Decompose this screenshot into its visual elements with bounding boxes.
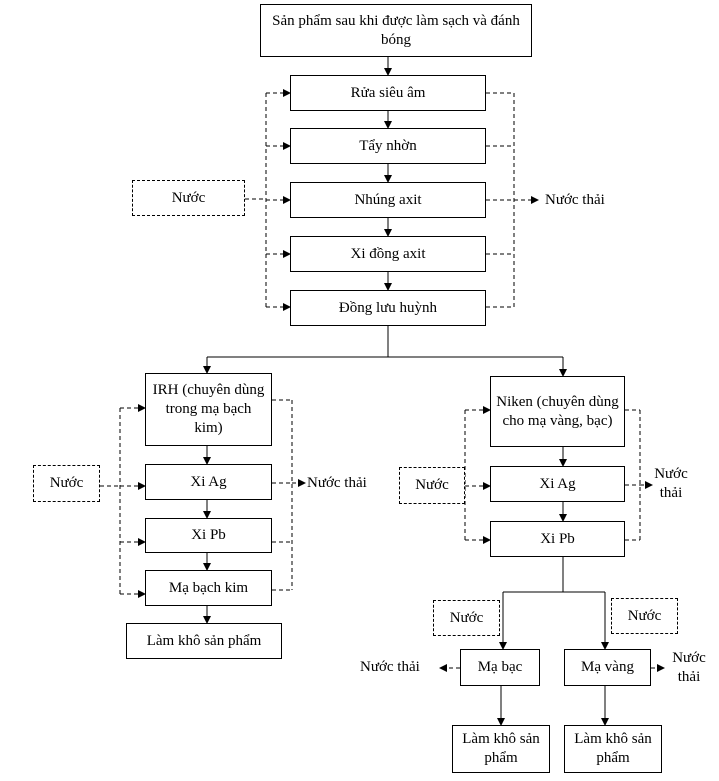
right-water-lines (439, 406, 665, 672)
main-waste-label: Nước thải (545, 192, 605, 208)
start-box: Sản phẩm sau khi được làm sạch và đánh b… (260, 4, 532, 57)
step-acid-dip: Nhúng axit (290, 182, 486, 218)
left-xi-pb: Xi Pb (145, 518, 272, 553)
left-dry-product: Làm khô sản phẩm (126, 623, 282, 659)
gold-plating: Mạ vàng (564, 649, 651, 686)
main-water-box: Nước (132, 180, 245, 216)
right-water-box: Nước (399, 467, 465, 504)
left-waste-label: Nước thải (307, 475, 367, 491)
left-water-box: Nước (33, 465, 100, 502)
left-xi-ag: Xi Ag (145, 464, 272, 500)
step-acid-copper: Xi đồng axit (290, 236, 486, 272)
silver-dry-product: Làm khô sản phẩm (452, 725, 550, 773)
gold-dry-product: Làm khô sản phẩm (564, 725, 662, 773)
silver-waste-label: Nước thải (360, 659, 420, 675)
gold-waste-label: Nước thải (672, 650, 706, 685)
left-water-lines (100, 399, 306, 598)
irh-box: IRH (chuyên dùng trong mạ bạch kim) (145, 373, 272, 446)
step-sulfur-copper: Đồng lưu huỳnh (290, 290, 486, 326)
right-xi-ag: Xi Ag (490, 466, 625, 502)
silver-water-box: Nước (433, 600, 500, 636)
split-connector (207, 326, 389, 358)
step-degrease: Tẩy nhờn (290, 128, 486, 164)
niken-box: Niken (chuyên dùng cho mạ vàng, bạc) (490, 376, 625, 447)
main-process-arrows (203, 57, 567, 377)
right-waste-label: Nước thải (654, 466, 688, 501)
main-waste-lines (486, 92, 539, 308)
right-xi-pb: Xi Pb (490, 521, 625, 557)
step-ultrasonic-rinse: Rửa siêu âm (290, 75, 486, 111)
silver-plating: Mạ bạc (460, 649, 540, 686)
gold-water-box: Nước (611, 598, 678, 634)
right-branch-arrows (497, 447, 609, 726)
main-water-lines (245, 89, 291, 311)
right-split-connector (503, 557, 564, 593)
platinum-plating: Mạ bạch kim (145, 570, 272, 606)
